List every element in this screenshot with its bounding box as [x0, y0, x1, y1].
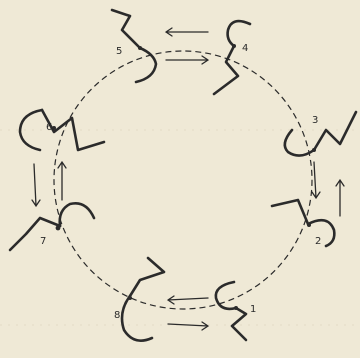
- unit-label: 4: [242, 43, 248, 54]
- hook-shape: [216, 282, 236, 309]
- zigzag-arm: [314, 112, 356, 150]
- junction-dot: [232, 44, 236, 48]
- hook-shape: [122, 296, 152, 341]
- arrow-pair-top: [166, 28, 208, 64]
- unit-4: 4: [214, 21, 250, 94]
- unit-2: 2: [272, 200, 334, 247]
- hook-shape: [60, 203, 94, 226]
- unit-8: 8: [114, 258, 164, 341]
- unit-3: 3: [285, 112, 356, 156]
- arrow-down: [32, 164, 40, 206]
- junction-dot: [307, 223, 311, 227]
- junction-dot: [138, 46, 142, 50]
- arrow-up: [58, 162, 66, 200]
- zigzag-arm: [272, 200, 308, 224]
- unit-label: 8: [114, 310, 120, 321]
- arrow-right: [166, 56, 208, 64]
- unit-label: 1: [250, 304, 256, 315]
- arrow-left: [166, 28, 208, 36]
- dashed-ring: [54, 51, 312, 309]
- unit-5: 5: [112, 10, 156, 82]
- arrow-right: [168, 322, 208, 330]
- unit-label: 7: [40, 236, 46, 247]
- zigzag-arm: [130, 258, 164, 296]
- junction-dot: [128, 296, 132, 300]
- zigzag-arm: [214, 46, 238, 94]
- junction-dot: [312, 148, 316, 152]
- arrow-down: [312, 162, 320, 198]
- unit-7: 7: [10, 203, 94, 250]
- unit-label: 6: [46, 122, 52, 133]
- zigzag-arm: [112, 10, 140, 48]
- unit-label: 3: [312, 115, 318, 126]
- junction-dot: [56, 226, 61, 231]
- hook-shape: [136, 48, 156, 82]
- hook-shape: [285, 130, 314, 156]
- junction-dot: [234, 306, 238, 310]
- arrow-pair-right: [312, 162, 344, 216]
- zigzag-arm: [10, 218, 60, 250]
- arrow-pair-left: [32, 162, 66, 206]
- arrow-left: [168, 296, 208, 304]
- hook-shape: [20, 110, 42, 150]
- arrow-up: [336, 180, 344, 216]
- zigzag-arm: [232, 308, 246, 340]
- junction-dot: [52, 126, 56, 130]
- unit-label: 2: [315, 236, 321, 247]
- unit-label: 5: [116, 46, 122, 57]
